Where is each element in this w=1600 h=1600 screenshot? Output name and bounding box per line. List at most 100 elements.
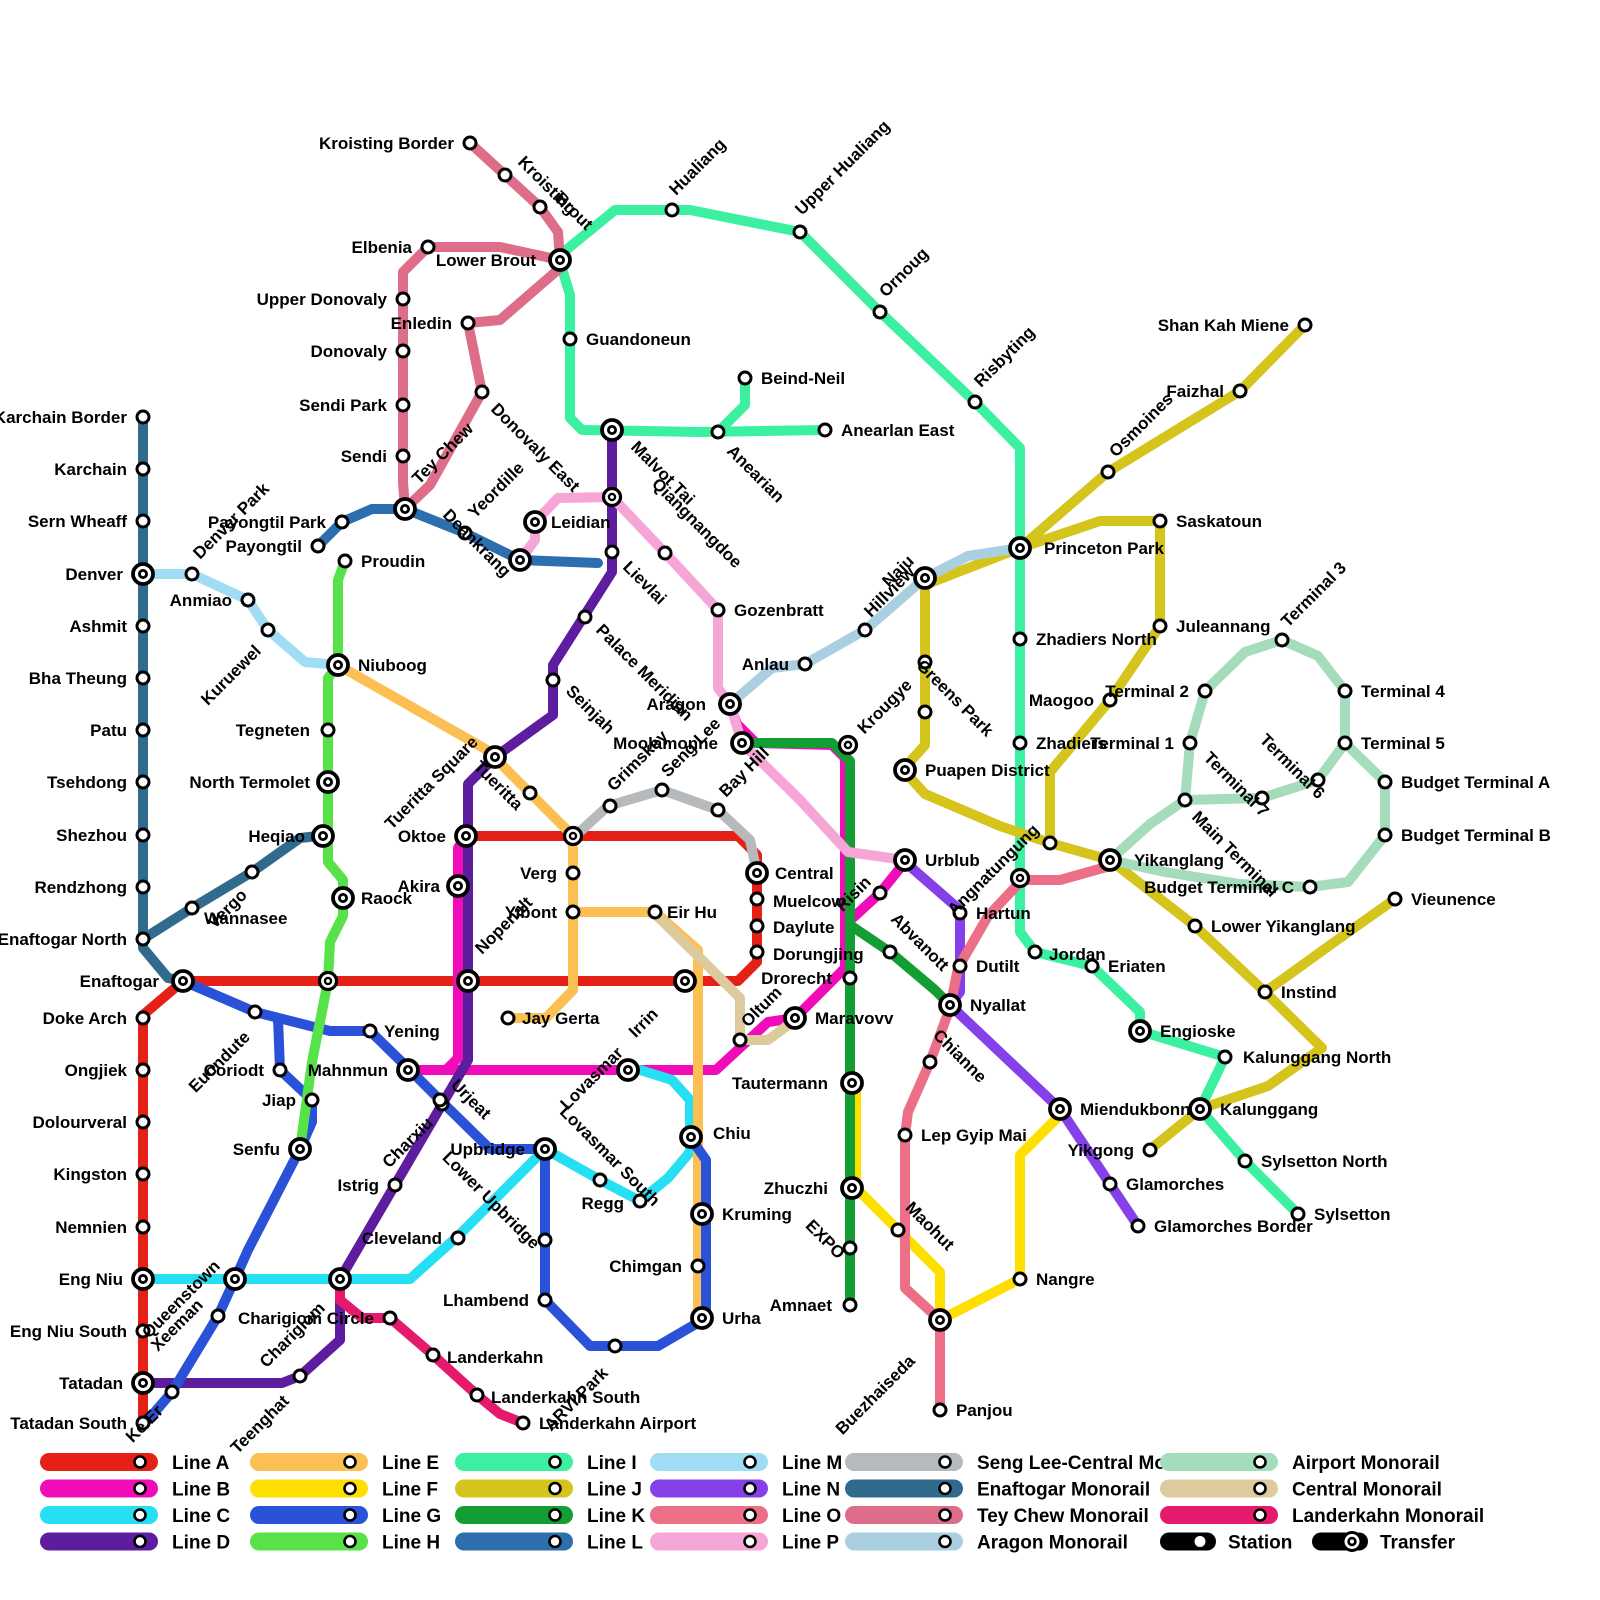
station-nemnien[interactable]: Nemnien — [55, 1218, 151, 1237]
station-lhambend[interactable]: Lhambend — [443, 1291, 553, 1310]
station-terminal-1[interactable]: Terminal 1 — [1090, 734, 1198, 753]
station-oktoe[interactable]: Oktoe — [398, 824, 478, 848]
station-kalunggang-north[interactable]: Kalunggang North — [1217, 1048, 1391, 1067]
station-saskatoun[interactable]: Saskatoun — [1152, 512, 1262, 531]
station-tatadan-south[interactable]: Tatadan South — [10, 1414, 151, 1433]
station-instind[interactable]: Instind — [1257, 983, 1337, 1002]
station-niuboog[interactable]: Niuboog — [326, 653, 427, 677]
station-aragon[interactable]: Aragon — [647, 692, 742, 716]
station-enaftogar[interactable]: Enaftogar — [80, 969, 195, 993]
station-budget-terminal-a[interactable]: Budget Terminal A — [1377, 773, 1550, 792]
station-zhadiers[interactable]: Zhadiers — [1012, 734, 1107, 753]
station-rendzhong[interactable]: Rendzhong — [34, 878, 151, 897]
station-charigiom-circle[interactable]: Charigiom Circle — [238, 1309, 398, 1328]
station-leidian[interactable]: Leidian — [523, 510, 611, 534]
station-terminal-2[interactable]: Terminal 2 — [1105, 682, 1213, 701]
station-urblub[interactable]: Urblub — [893, 848, 980, 872]
station-terminal-4[interactable]: Terminal 4 — [1337, 682, 1445, 701]
station-enledin[interactable]: Enledin — [391, 314, 476, 333]
station-faizhal[interactable]: Faizhal — [1166, 382, 1248, 401]
station-tsehdong[interactable]: Tsehdong — [47, 773, 151, 792]
station-engioske[interactable]: Engioske — [1128, 1019, 1236, 1043]
station-juleannang[interactable]: Juleannang — [1152, 617, 1270, 636]
station-landerkahn[interactable]: Landerkahn — [425, 1347, 543, 1367]
station-urha[interactable]: Urha — [690, 1306, 761, 1330]
station-eng-niu-south[interactable]: Eng Niu South — [10, 1322, 151, 1341]
station-upbridge[interactable]: Upbridge — [450, 1137, 557, 1161]
station-shan-kah-miene[interactable]: Shan Kah Miene — [1158, 316, 1313, 335]
station-budget-terminal-b[interactable]: Budget Terminal B — [1377, 826, 1551, 845]
station-doke-arch[interactable]: Doke Arch — [43, 1009, 151, 1028]
station-amnaet[interactable]: Amnaet — [770, 1296, 858, 1315]
station-eng-niu[interactable]: Eng Niu — [59, 1267, 155, 1291]
station-lower-brout[interactable]: Lower Brout — [436, 248, 572, 272]
station-payongtil-park[interactable]: Payongtil Park — [208, 513, 350, 532]
station-maogoo[interactable]: Maogoo — [1029, 691, 1118, 710]
station-heqiao[interactable]: Heqiao — [248, 824, 335, 848]
station-puapen-district[interactable]: Puapen District — [893, 758, 1050, 782]
station-upper-donovaly[interactable]: Upper Donovaly — [257, 290, 411, 309]
station-princeton-park[interactable]: Princeton Park — [1008, 536, 1165, 560]
station-mahnmun[interactable]: Mahnmun — [308, 1058, 420, 1082]
station-jay-gerta[interactable]: Jay Gerta — [500, 1009, 600, 1028]
station-dolourveral[interactable]: Dolourveral — [33, 1113, 151, 1132]
station-verg[interactable]: Verg — [520, 864, 581, 883]
station-patu[interactable]: Patu — [90, 721, 151, 740]
station-landerkahn-south[interactable]: Landerkahn South — [469, 1387, 640, 1407]
station-glamorches-border[interactable]: Glamorches Border — [1130, 1217, 1313, 1236]
station-panjou[interactable]: Panjou — [932, 1401, 1013, 1420]
station-glamorches[interactable]: Glamorches — [1102, 1175, 1224, 1194]
station-sylsetton-north[interactable]: Sylsetton North — [1237, 1152, 1388, 1171]
station-anearlan-east[interactable]: Anearlan East — [817, 421, 955, 440]
station-anmiao[interactable]: Anmiao — [170, 591, 256, 610]
station-cleveland[interactable]: Cleveland — [362, 1229, 466, 1248]
station-daylute[interactable]: Daylute — [749, 918, 834, 937]
station-proudin[interactable]: Proudin — [337, 552, 425, 571]
station-chimgan[interactable]: Chimgan — [609, 1257, 706, 1276]
station-karchain[interactable]: Karchain — [54, 460, 151, 479]
station-north-termolet[interactable]: North Termolet — [189, 770, 340, 794]
station-landerkahn-airport[interactable]: Landerkahn Airport — [515, 1414, 696, 1433]
station-denver[interactable]: Denver — [65, 562, 155, 586]
station-gozenbratt[interactable]: Gozenbratt — [710, 601, 824, 620]
station-muelcow[interactable]: Muelcow — [749, 891, 846, 911]
station-yening[interactable]: Yening — [362, 1022, 440, 1041]
station-coriodt[interactable]: Coriodt — [204, 1061, 288, 1080]
station-beind-neil[interactable]: Beind-Neil — [737, 369, 845, 388]
station-jiap[interactable]: Jiap — [262, 1091, 320, 1110]
station-karchain-border[interactable]: Karchain Border — [0, 408, 151, 427]
station-ashmit[interactable]: Ashmit — [69, 617, 151, 636]
station-vieunence[interactable]: Vieunence — [1387, 890, 1496, 909]
station-maravovv[interactable]: Maravovv — [783, 1006, 894, 1030]
station-istrig[interactable]: Istrig — [337, 1176, 403, 1195]
station-payongtil[interactable]: Payongtil — [225, 537, 326, 556]
station-kruming[interactable]: Kruming — [690, 1202, 792, 1226]
station-lower-yikanglang[interactable]: Lower Yikanglang — [1187, 917, 1356, 936]
station-anlau[interactable]: Anlau — [742, 655, 813, 674]
station-shezhou[interactable]: Shezhou — [56, 826, 151, 845]
station-donovaly[interactable]: Donovaly — [310, 342, 411, 361]
station-regg[interactable]: Regg — [582, 1193, 648, 1213]
station-sendi-park[interactable]: Sendi Park — [299, 396, 411, 415]
station-yikanglang[interactable]: Yikanglang — [1098, 848, 1224, 872]
station-kroisting-border[interactable]: Kroisting Border — [319, 134, 478, 153]
station-tegneten[interactable]: Tegneten — [236, 721, 336, 740]
station-yibont[interactable]: Yibont — [505, 903, 581, 922]
station-akira[interactable]: Akira — [397, 874, 470, 898]
station-sern-wheaff[interactable]: Sern Wheaff — [28, 512, 151, 531]
station-lep-gyip-mai[interactable]: Lep Gyip Mai — [897, 1126, 1027, 1145]
station-elbenia[interactable]: Elbenia — [352, 238, 436, 257]
station-kalunggang[interactable]: Kalunggang — [1188, 1097, 1318, 1121]
station-zhadiers-north[interactable]: Zhadiers North — [1012, 630, 1157, 649]
station-terminal-5[interactable]: Terminal 5 — [1337, 734, 1445, 753]
station-guandoneun[interactable]: Guandoneun — [562, 330, 691, 349]
station-kingston[interactable]: Kingston — [53, 1165, 151, 1184]
station-tautermann[interactable]: Tautermann — [732, 1071, 864, 1095]
station-sendi[interactable]: Sendi — [341, 447, 411, 466]
station-senfu[interactable]: Senfu — [233, 1137, 312, 1161]
station-budget-terminal-c[interactable]: Budget Terminal C — [1144, 878, 1318, 897]
station-tatadan[interactable]: Tatadan — [59, 1371, 155, 1395]
station-raock[interactable]: Raock — [331, 886, 413, 910]
station-bha-theung[interactable]: Bha Theung — [29, 669, 151, 688]
station-dutilt[interactable]: Dutilt — [952, 957, 1020, 976]
